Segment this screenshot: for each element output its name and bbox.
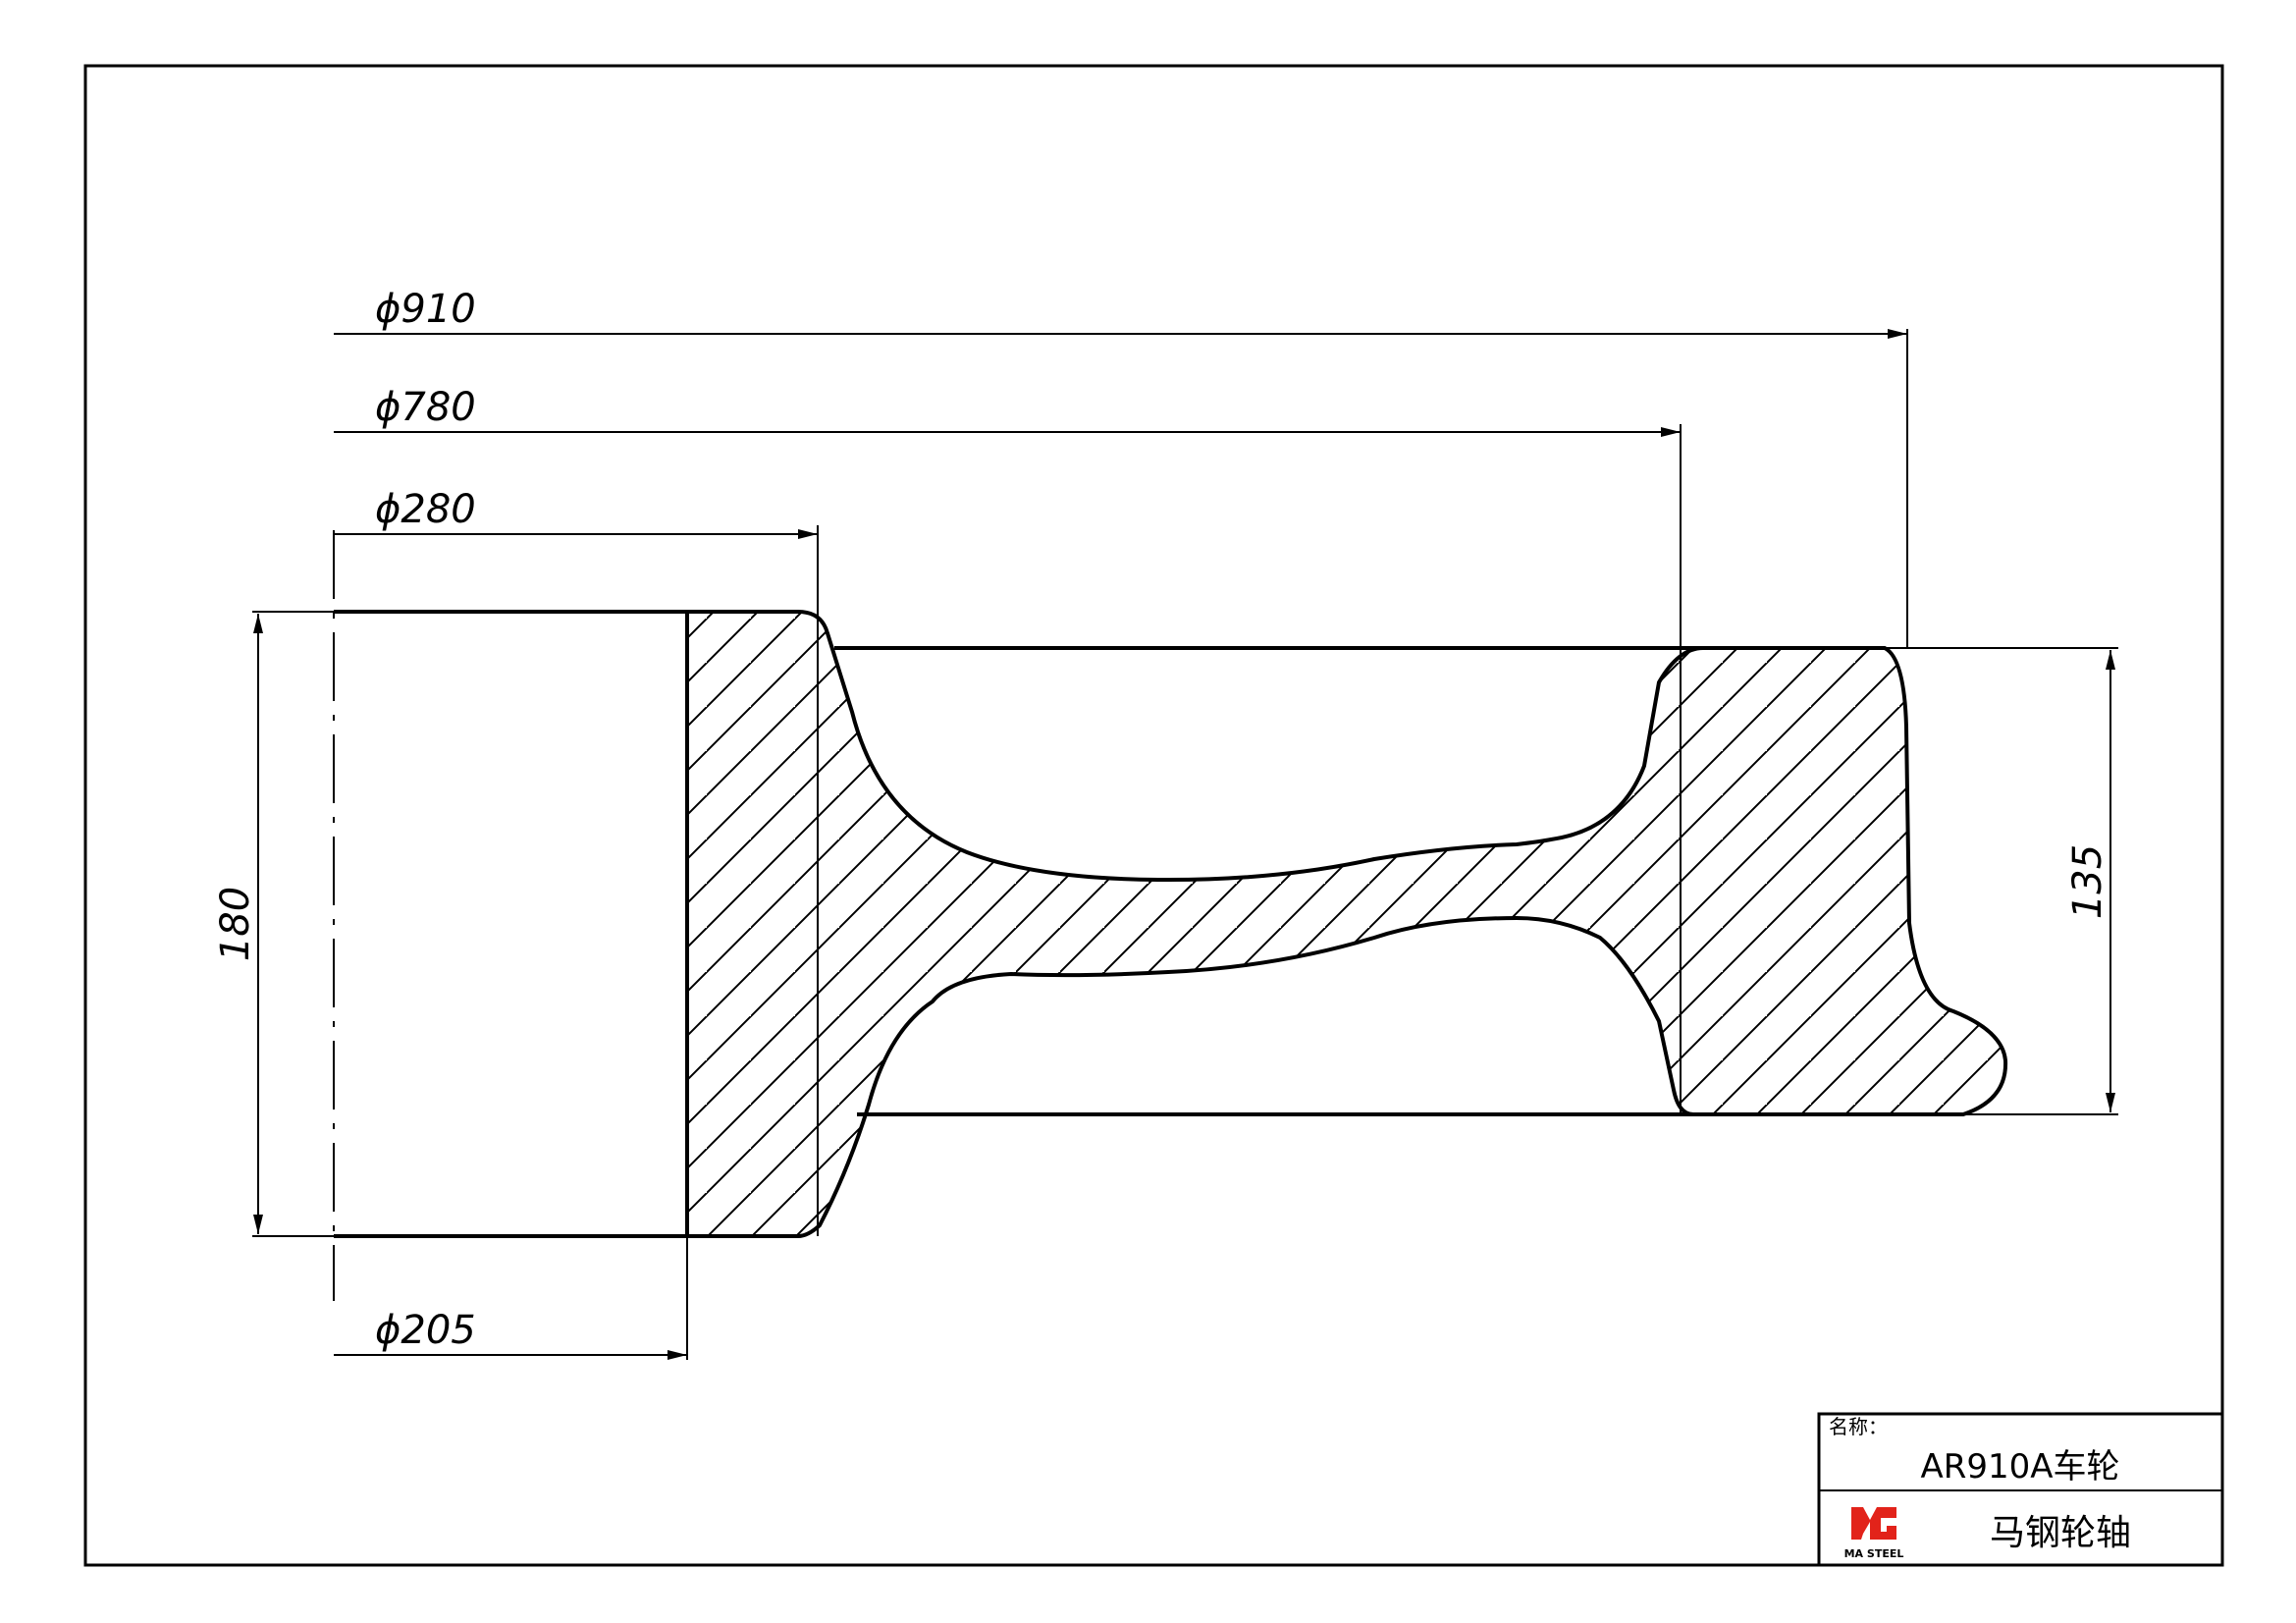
title-block: 名称： AR910A车轮 MA STEEL 马钢轮轴 xyxy=(1817,1412,2224,1567)
dim-label-205: ϕ205 xyxy=(375,1308,476,1353)
name-label: 名称： xyxy=(1829,1415,1888,1438)
dim-label-280: ϕ280 xyxy=(375,487,476,532)
drawing-border xyxy=(83,64,2224,1567)
logo-text: MA STEEL xyxy=(1844,1547,1904,1560)
company-name: 马钢轮轴 xyxy=(1990,1513,2131,1553)
masteel-logo: MA STEEL xyxy=(1844,1507,1904,1560)
dim-label-180: 180 xyxy=(213,887,258,961)
dim-label-910: ϕ910 xyxy=(375,287,476,332)
wheel-section xyxy=(685,610,2008,1238)
part-name: AR910A车轮 xyxy=(1920,1447,2119,1487)
dim-label-780: ϕ780 xyxy=(375,385,476,430)
dim-label-135: 135 xyxy=(2065,844,2110,919)
